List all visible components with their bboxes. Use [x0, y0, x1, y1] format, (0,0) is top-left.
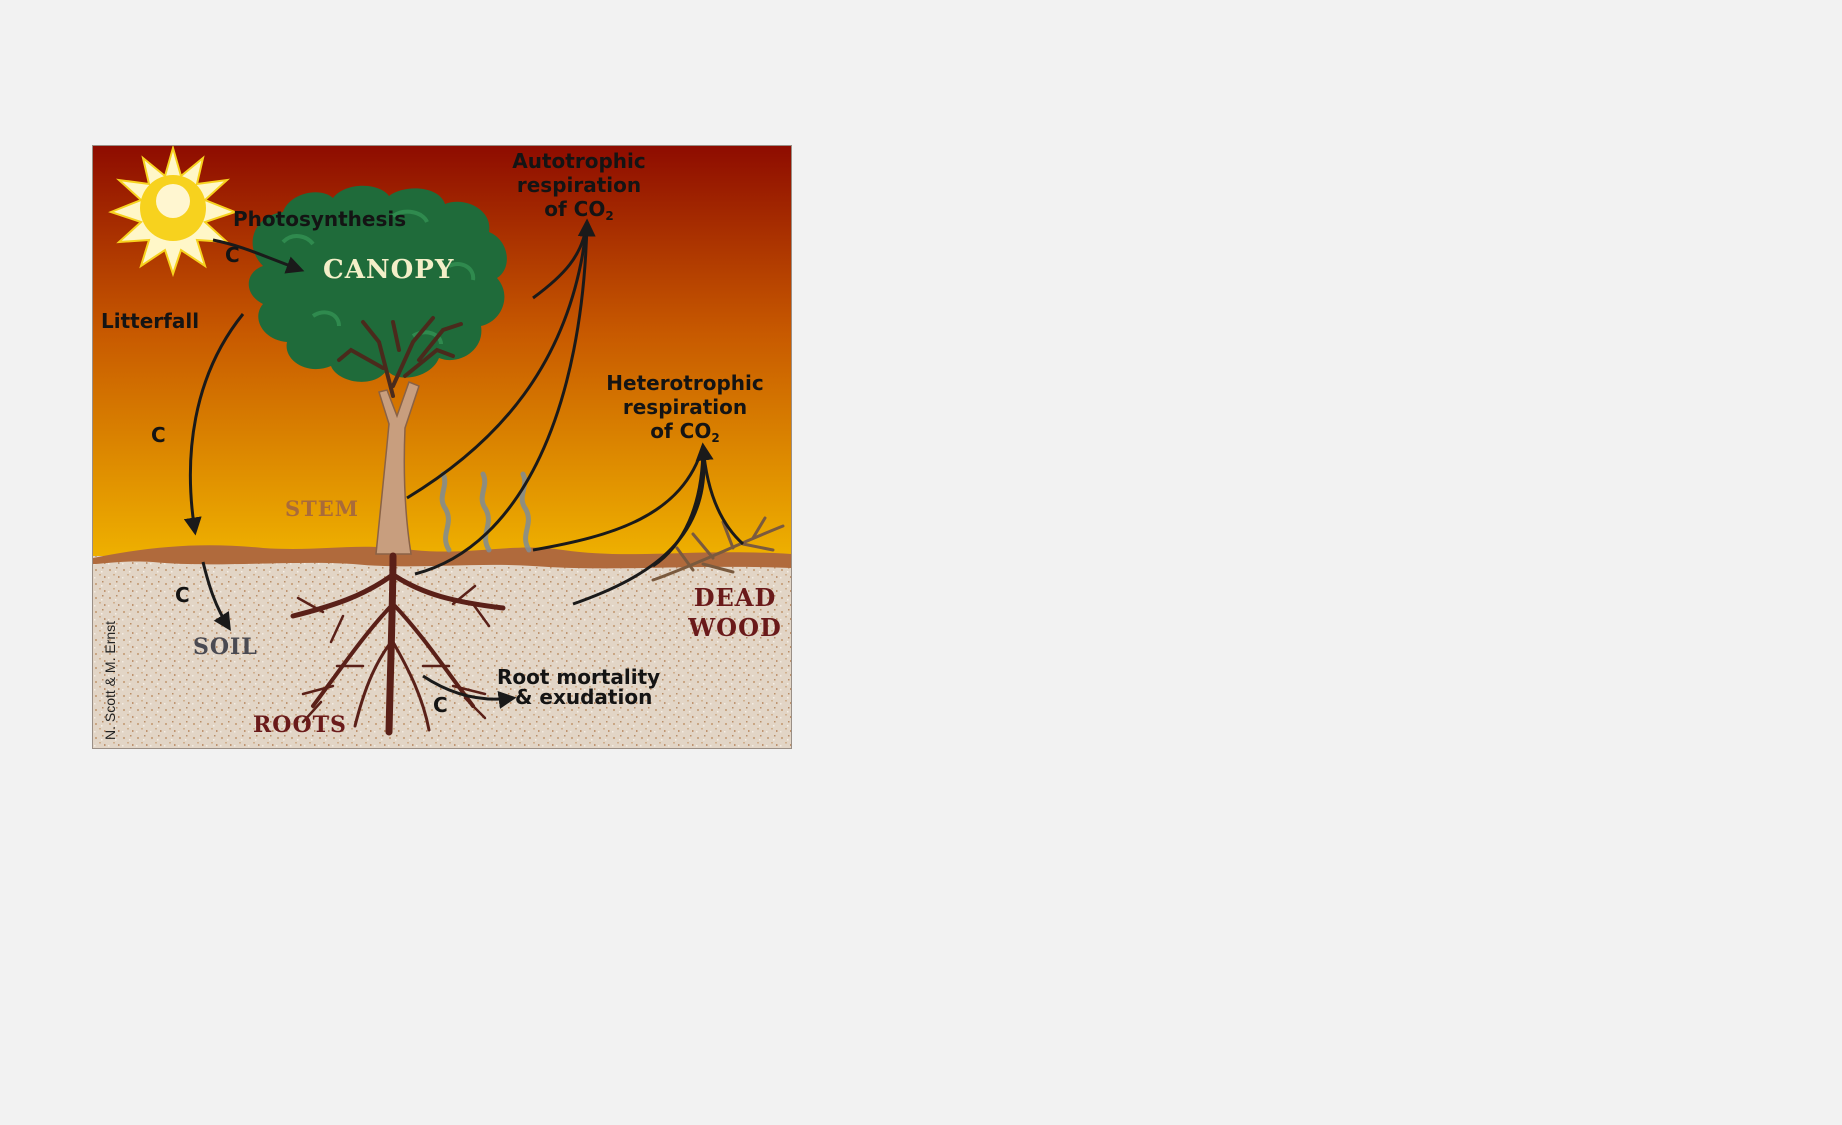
label-roots: ROOTS: [253, 712, 347, 738]
arrow-litterfall: [183, 313, 245, 536]
litter-layer: [93, 545, 791, 569]
label-c-roots: C: [433, 693, 448, 717]
label-dead: DEAD: [694, 583, 777, 612]
label-c-litterfall: C: [151, 423, 166, 447]
flow-arrows: [183, 218, 745, 709]
carbon-cycle-diagram: Photosynthesis C CANOPY Autotrophic resp…: [92, 145, 792, 749]
label-credit: N. Scott & M. Ernst: [102, 621, 118, 740]
label-autotrophic-3: of CO2: [544, 197, 613, 223]
branches: [337, 316, 463, 398]
root-system: [290, 552, 506, 736]
label-autotrophic-1: Autotrophic: [512, 149, 645, 173]
arrow-heterotrophic-roots: [572, 442, 714, 606]
label-stem: STEM: [285, 496, 359, 521]
label-c-soil: C: [175, 583, 190, 607]
label-root-mortality-2: & exudation: [515, 685, 652, 709]
label-canopy: CANOPY: [323, 255, 454, 285]
arrow-autotrophic-roots: [414, 218, 596, 576]
dead-wood-branch: [651, 516, 785, 582]
arrow-soil: [201, 561, 231, 632]
arrow-heterotrophic-right: [701, 445, 745, 546]
label-soil: SOIL: [193, 634, 258, 660]
label-wood: WOOD: [687, 613, 782, 642]
sun-icon: [108, 146, 238, 278]
stem-trunk: [375, 381, 420, 555]
arrow-autotrophic-stem: [406, 221, 589, 500]
label-autotrophic-2: respiration: [517, 173, 641, 197]
arrow-root-mortality: [422, 674, 517, 709]
arrow-photosynthesis: [212, 238, 305, 274]
label-c-photosynthesis: C: [225, 243, 240, 267]
label-heterotrophic-2: respiration: [623, 395, 747, 419]
label-litterfall: Litterfall: [101, 309, 199, 333]
arrow-heterotrophic-litter: [532, 445, 705, 552]
label-root-mortality-1: Root mortality: [497, 665, 660, 689]
label-heterotrophic-3: of CO2: [650, 419, 719, 445]
label-heterotrophic-1: Heterotrophic: [606, 371, 763, 395]
label-photosynthesis: Photosynthesis: [233, 207, 406, 231]
